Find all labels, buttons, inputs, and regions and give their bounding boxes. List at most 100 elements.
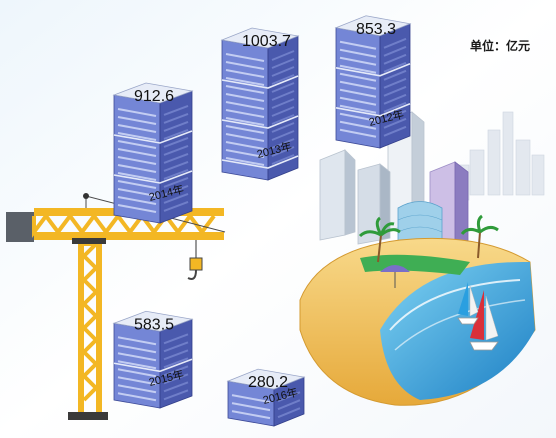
data-label-value: 280.2	[248, 374, 288, 391]
bar-floor-line	[335, 103, 411, 117]
bar-window-row	[339, 80, 377, 90]
bar-window-row	[117, 171, 157, 181]
bar-window-row	[163, 349, 189, 361]
bar-window-row	[383, 101, 407, 113]
bar-window-row	[117, 131, 157, 141]
bar-window-row	[383, 53, 407, 65]
bar-window-row	[163, 357, 189, 369]
bar-window-row	[117, 336, 157, 346]
bar-floor-line	[113, 358, 193, 373]
bar-window-row	[271, 74, 295, 85]
bar-window-row	[117, 115, 157, 125]
bar-window-row	[163, 333, 189, 345]
bar-window-row	[383, 125, 407, 137]
bar-window-row	[383, 45, 407, 57]
bar-window-row	[271, 138, 295, 149]
bar-building-4	[112, 310, 194, 409]
bar-window-row	[339, 64, 377, 74]
bar-window-row	[271, 154, 295, 165]
bar-window-row	[163, 381, 189, 393]
bar-window-row	[117, 187, 157, 197]
bar-window-row	[231, 394, 271, 404]
bar-window-row	[117, 107, 157, 117]
bar-window-row	[225, 69, 265, 78]
bar-roof	[334, 15, 412, 37]
bar-window-row	[163, 129, 189, 140]
bar-window-row	[383, 61, 407, 73]
bar-building-2	[220, 27, 300, 181]
bar-window-row	[117, 344, 157, 354]
bar-building-1	[334, 15, 412, 149]
bar-window-row	[339, 48, 377, 58]
bar-window-row	[271, 130, 295, 141]
bar-building-5	[226, 368, 306, 427]
bar-window-row	[117, 352, 157, 362]
bar-window-row	[225, 109, 265, 118]
bar-window-row	[163, 145, 189, 156]
bar-roof	[112, 82, 194, 104]
umbrella-icon	[380, 265, 410, 288]
bar-window-row	[225, 53, 265, 62]
bar-window-row	[163, 341, 189, 353]
bar-window-row	[163, 389, 189, 401]
bar-window-row	[225, 101, 265, 110]
bar-window-row	[277, 399, 301, 411]
data-label-value: 583.5	[134, 316, 174, 333]
data-label-value: 912.6	[134, 88, 174, 105]
bar-window-row	[383, 93, 407, 105]
bar-window-row	[117, 139, 157, 149]
bar-window-row	[225, 133, 265, 142]
bar-floor-line	[113, 170, 193, 184]
bar-window-row	[163, 113, 189, 124]
bar-window-row	[117, 368, 157, 378]
bar-window-row	[117, 384, 157, 394]
bar-window-row	[225, 149, 265, 158]
bar-window-row	[271, 98, 295, 109]
bar-window-row	[277, 391, 301, 403]
bar-floor-line	[221, 155, 299, 169]
bar-roof	[226, 368, 306, 390]
bar-window-row	[271, 106, 295, 117]
bar-window-row	[117, 376, 157, 386]
bar-window-row	[271, 82, 295, 93]
bar-window-row	[339, 40, 377, 50]
bar-window-row	[339, 112, 377, 122]
bar-window-row	[117, 392, 157, 402]
bar-window-row	[271, 50, 295, 61]
bar-window-row	[117, 360, 157, 370]
palm-tree-icon	[358, 214, 499, 263]
bar-floor-line	[221, 75, 299, 89]
bar-window-row	[117, 123, 157, 133]
bar-window-row	[117, 179, 157, 189]
bar-window-row	[163, 365, 189, 377]
bar-window-row	[383, 77, 407, 89]
bar-floor-line	[113, 130, 193, 144]
bar-window-row	[339, 72, 377, 82]
city-skyline-icon	[299, 111, 545, 406]
bar-window-row	[117, 195, 157, 205]
bar-window-row	[163, 105, 189, 116]
bar-window-row	[225, 77, 265, 86]
bar-building-3	[112, 82, 194, 224]
bar-window-row	[339, 88, 377, 98]
bar-window-row	[163, 193, 189, 204]
bar-floor-line	[335, 63, 411, 77]
bar-window-row	[271, 114, 295, 125]
bar-window-row	[231, 402, 271, 412]
bar-window-row	[163, 161, 189, 172]
data-label-value: 1003.7	[242, 33, 291, 50]
bar-window-row	[163, 373, 189, 385]
sailboat-icon	[457, 282, 499, 351]
bar-window-row	[225, 157, 265, 166]
bar-window-row	[163, 201, 189, 212]
bar-window-row	[383, 117, 407, 129]
data-label-value: 853.3	[356, 21, 396, 38]
bar-window-row	[117, 203, 157, 213]
bar-window-row	[163, 177, 189, 188]
bar-window-row	[271, 146, 295, 157]
bar-window-row	[163, 169, 189, 180]
bar-window-row	[225, 117, 265, 126]
bar-window-row	[277, 407, 301, 419]
